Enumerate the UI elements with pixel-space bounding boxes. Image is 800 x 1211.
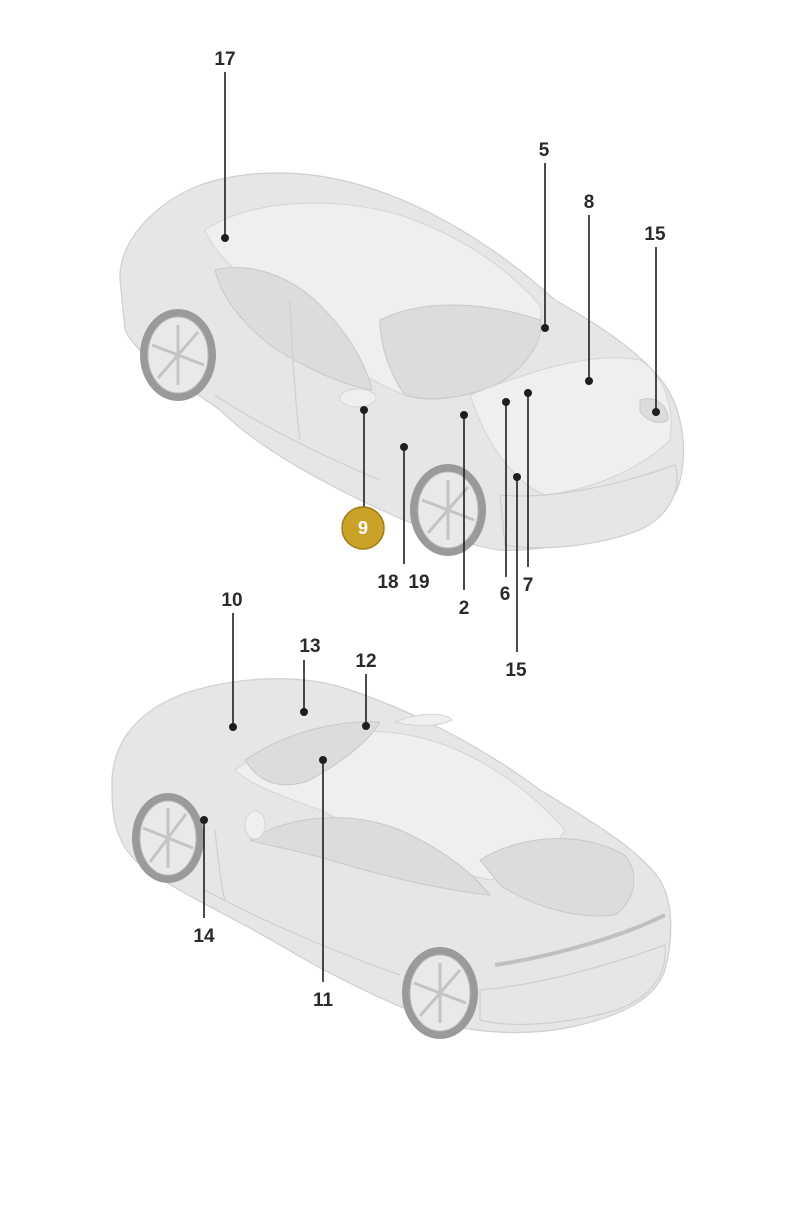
callout-14[interactable]: 14: [193, 926, 215, 947]
callout-12[interactable]: 12: [355, 651, 376, 672]
callout-15-top[interactable]: 15: [644, 224, 666, 245]
callout-8[interactable]: 8: [584, 192, 595, 213]
callout-18[interactable]: 18: [377, 572, 398, 593]
callout-10[interactable]: 10: [221, 590, 242, 611]
car-front-view: [119, 172, 685, 556]
callout-11[interactable]: 11: [313, 990, 334, 1011]
callout-9-highlighted[interactable]: 9: [341, 506, 385, 550]
callout-7[interactable]: 7: [523, 575, 534, 596]
leader-lines: [200, 72, 660, 982]
car-rear-view: [111, 678, 672, 1039]
callout-5[interactable]: 5: [539, 140, 550, 161]
highlight-badge[interactable]: [341, 506, 385, 550]
callout-2[interactable]: 2: [459, 598, 470, 619]
callout-17[interactable]: 17: [214, 49, 235, 70]
callout-13[interactable]: 13: [299, 636, 320, 657]
callout-9[interactable]: 9: [358, 518, 368, 538]
callout-19[interactable]: 19: [408, 572, 429, 593]
callout-6[interactable]: 6: [500, 584, 511, 605]
callout-15-bottom[interactable]: 15: [505, 660, 527, 681]
callout-labels: 17 5 8 15 9 18 19 2 6 7 15 10 13 12 14 1…: [193, 49, 666, 1011]
